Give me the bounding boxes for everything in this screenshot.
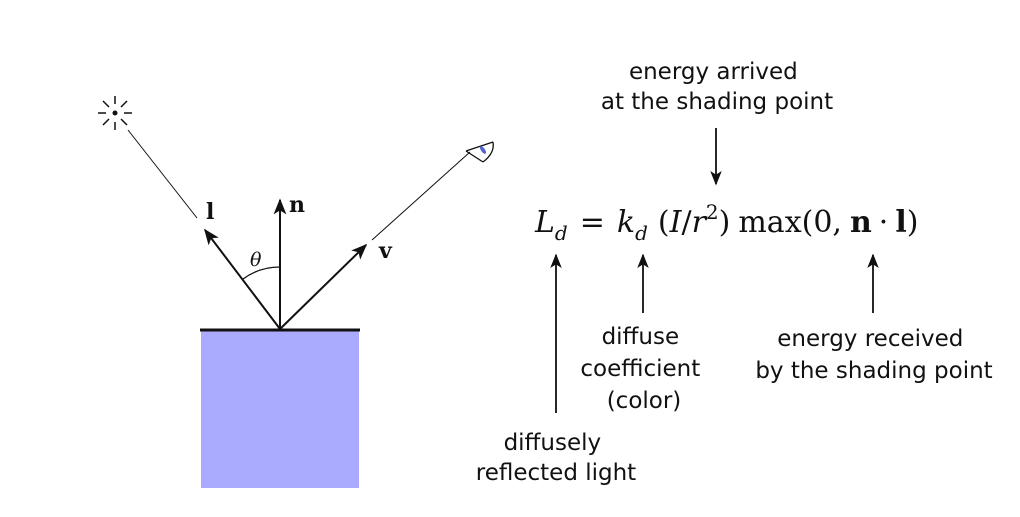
eq-exponent: 2 (706, 200, 719, 224)
eq-k-sub: d (635, 221, 648, 245)
energy-received-label: energy received by the shading point (755, 326, 992, 384)
eq-max-close: ) (907, 205, 919, 240)
eq-paren-close: ) (719, 205, 731, 240)
energy-arrived-label: energy arrived at the shading point (601, 59, 833, 115)
eq-max: max(0, (738, 205, 842, 240)
eq-intensity: I (669, 205, 683, 240)
diffuse-equation: Ld=kd(I/r2)max(0,n·l) (534, 200, 918, 245)
view-vector-arrow (279, 243, 368, 330)
eq-radius: r (692, 205, 708, 240)
light-vector-arrow (204, 228, 281, 330)
eq-slash: / (681, 205, 692, 240)
eq-paren-open: ( (658, 205, 670, 240)
view-vector-label: v (378, 238, 393, 264)
light-ray (127, 129, 198, 219)
diffusely-reflected-label: diffusely reflected light (476, 430, 636, 486)
sun-icon (98, 96, 132, 130)
eq-l-vector: l (895, 205, 906, 240)
light-vector-label: l (206, 199, 214, 225)
eq-equals: = (580, 205, 605, 240)
angle-theta-label: θ (250, 249, 262, 271)
angle-arc (242, 266, 281, 280)
eye-icon (465, 141, 494, 163)
view-ray (371, 151, 471, 241)
surface-block (201, 330, 359, 488)
eq-lhs-sub: d (555, 221, 568, 245)
normal-vector-label: n (289, 192, 305, 218)
eq-k-symbol: k (617, 205, 635, 240)
diffuse-coefficient-label: diffuse coefficient (color) (580, 324, 707, 414)
eq-dot: · (879, 205, 889, 240)
eq-lhs-symbol: L (534, 205, 555, 240)
eq-n-vector: n (850, 205, 872, 240)
